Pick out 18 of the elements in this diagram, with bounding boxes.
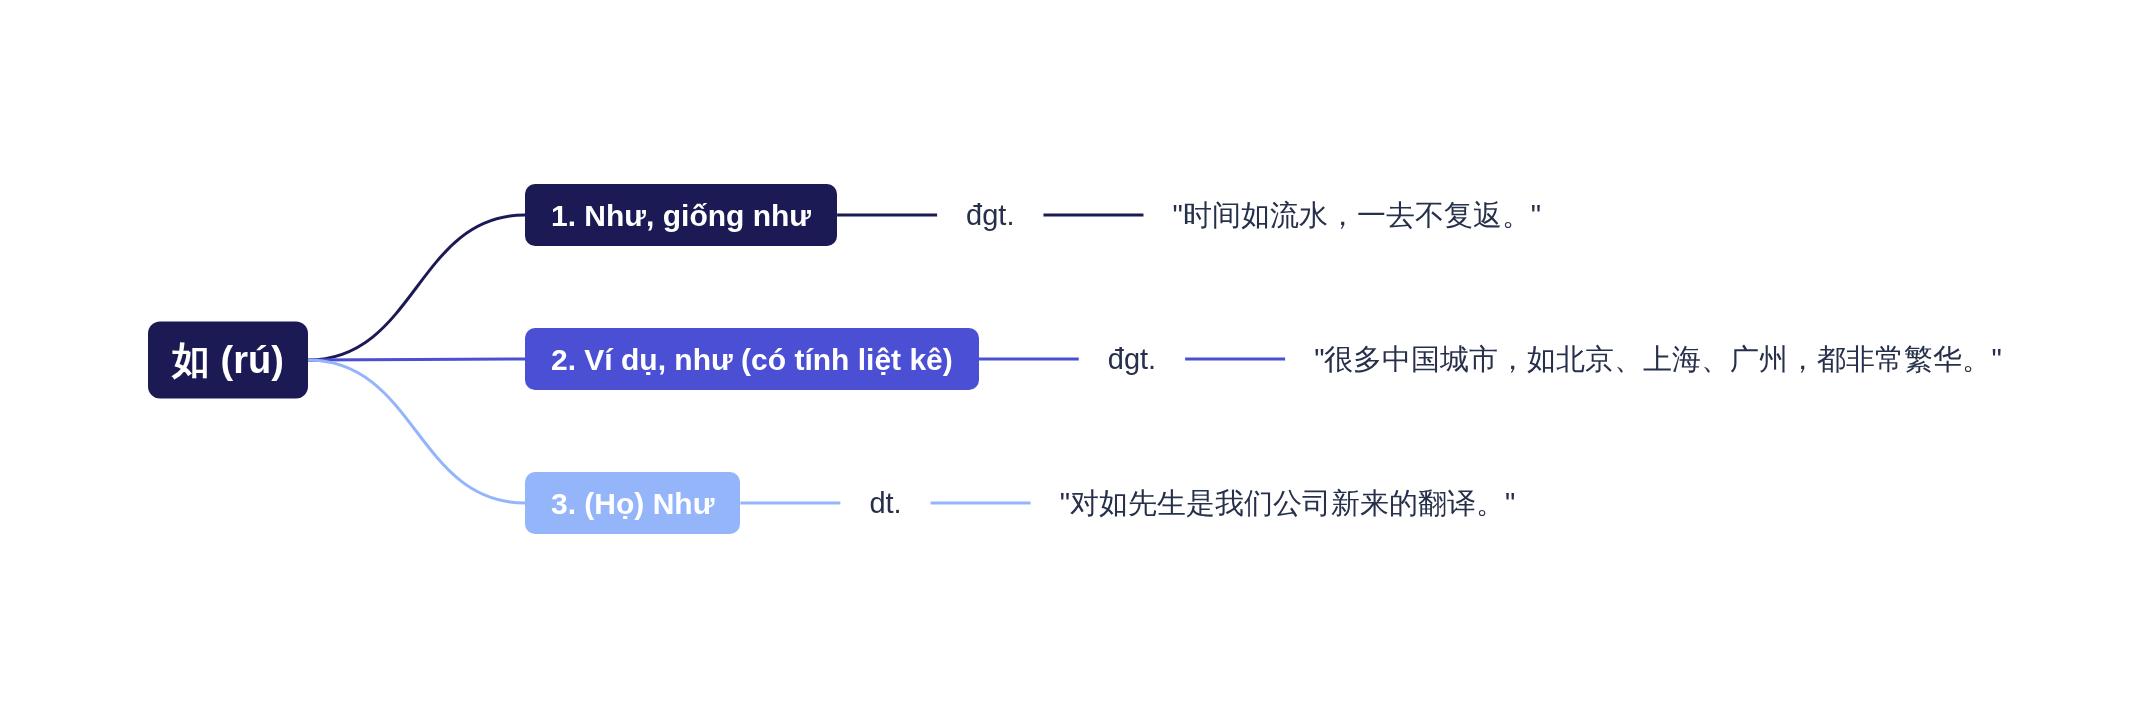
topic-box: 1. Như, giống như (525, 184, 838, 246)
part-of-speech-text: dt. (869, 484, 902, 522)
connector-line (307, 358, 526, 505)
connector-line (1043, 213, 1144, 217)
example-sentence: "时间如流水，一去不复返。" (1172, 196, 1542, 234)
part-of-speech-text: đgt. (966, 196, 1015, 234)
connector-line (930, 501, 1031, 505)
example-sentence: "对如先生是我们公司新来的翻译。" (1059, 484, 1516, 522)
connector-line (740, 501, 841, 505)
part-of-speech-text: đgt. (1107, 340, 1157, 378)
connector-line (307, 357, 525, 362)
topic-box: 2. Ví dụ, như (có tính liệt kê) (525, 328, 979, 390)
connector-line (978, 357, 1079, 361)
root-topic-box: 如 (rú) (148, 321, 308, 399)
connector-line (1185, 357, 1286, 361)
topic-box: 3. (Họ) Như (525, 472, 741, 534)
example-sentence: "很多中国城市，如北京、上海、广州，都非常繁华。" (1314, 340, 2002, 378)
connector-line (837, 213, 938, 217)
